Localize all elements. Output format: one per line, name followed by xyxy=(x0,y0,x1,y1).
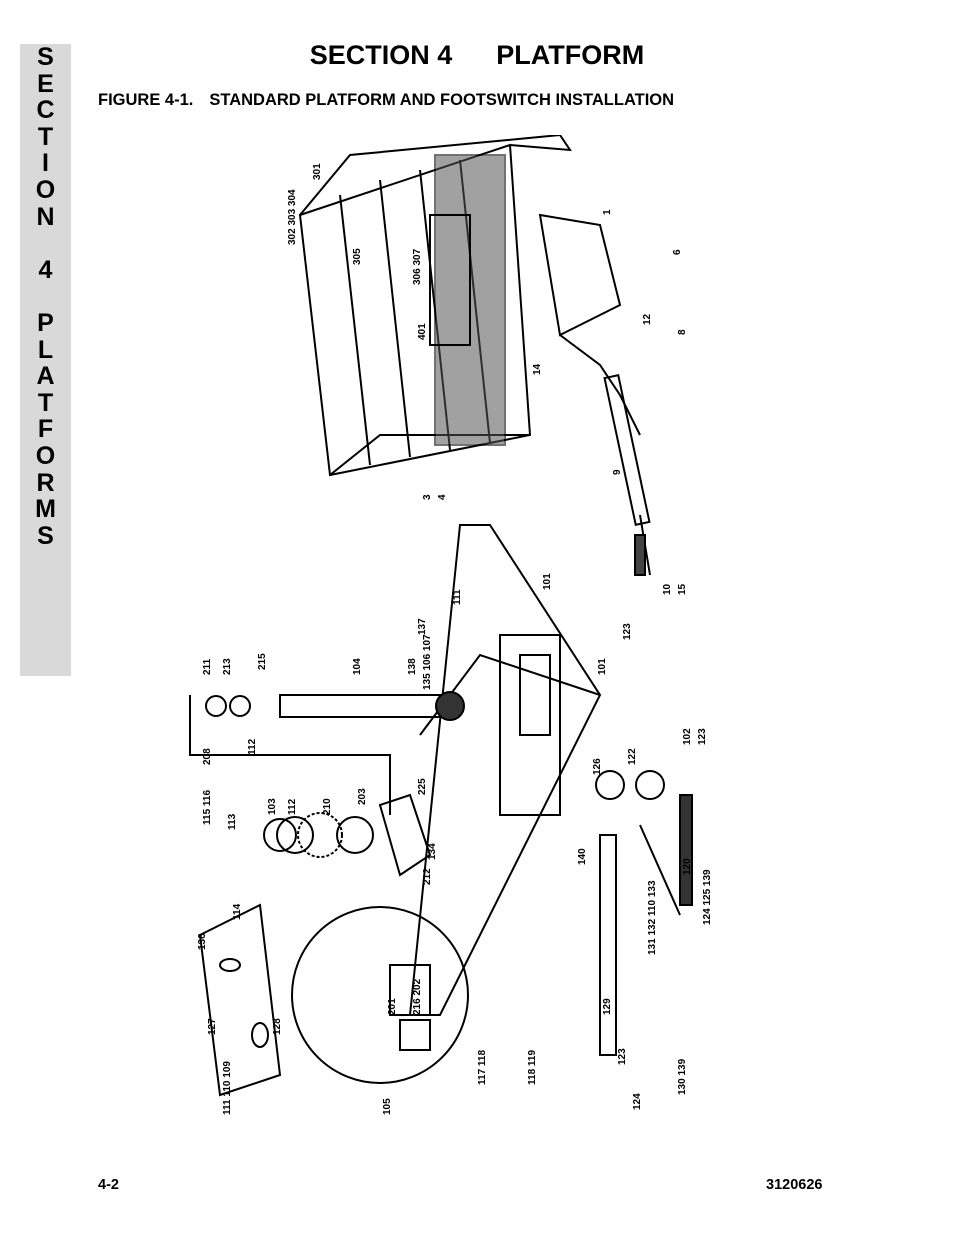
side-tab-letter: E xyxy=(37,69,54,98)
svg-text:129: 129 xyxy=(602,998,613,1015)
svg-text:112: 112 xyxy=(287,798,298,815)
svg-text:113: 113 xyxy=(227,813,238,830)
svg-text:203: 203 xyxy=(357,788,368,805)
side-tab-letter: P xyxy=(37,308,54,337)
side-tab-letter: M xyxy=(35,495,56,524)
svg-text:118 119: 118 119 xyxy=(527,1050,538,1085)
side-tab-letter: T xyxy=(37,122,54,151)
figure-title: FIGURE 4-1. STANDARD PLATFORM AND FOOTSWI… xyxy=(98,91,674,110)
svg-text:124 125 139: 124 125 139 xyxy=(702,869,713,925)
support-frame-drawing xyxy=(205,524,693,1056)
svg-text:14: 14 xyxy=(532,363,543,375)
svg-text:134: 134 xyxy=(427,843,438,860)
svg-text:128: 128 xyxy=(272,1018,283,1035)
svg-text:302 303 304: 302 303 304 xyxy=(287,189,298,245)
svg-text:208: 208 xyxy=(202,748,213,765)
svg-text:104: 104 xyxy=(352,658,363,675)
side-tab-letter: F xyxy=(37,415,54,444)
document-number: 3120626 xyxy=(766,1177,823,1193)
svg-text:122: 122 xyxy=(627,748,638,765)
side-tab-letter: O xyxy=(35,441,56,470)
svg-text:131 132 110 133: 131 132 110 133 xyxy=(647,880,658,955)
svg-text:201: 201 xyxy=(387,998,398,1015)
figure-caption: STANDARD PLATFORM AND FOOTSWITCH INSTALL… xyxy=(209,91,675,109)
svg-text:117 118: 117 118 xyxy=(477,1050,488,1085)
side-tab-letter: C xyxy=(36,96,55,125)
side-tab-letter: 4 xyxy=(38,255,53,284)
svg-text:4: 4 xyxy=(437,494,448,500)
svg-text:126: 126 xyxy=(592,758,603,775)
platform-basket-drawing xyxy=(298,135,651,576)
svg-text:10: 10 xyxy=(662,583,673,595)
section-label: SECTION 4 xyxy=(309,40,453,70)
svg-text:130 139: 130 139 xyxy=(677,1058,688,1095)
svg-text:115 116: 115 116 xyxy=(202,790,213,825)
page-number: 4-2 xyxy=(98,1177,119,1193)
svg-text:127: 127 xyxy=(207,1018,218,1035)
svg-text:123: 123 xyxy=(697,728,708,745)
svg-text:213: 213 xyxy=(222,658,233,675)
page-title: SECTION 4 PLATFORM xyxy=(0,40,954,71)
side-tab-letter: R xyxy=(36,468,55,497)
svg-text:216 202: 216 202 xyxy=(412,978,423,1015)
section-side-tab: S E C T I O N 4 P L A T F O R M S xyxy=(20,44,71,676)
svg-text:1: 1 xyxy=(602,209,613,215)
svg-text:140: 140 xyxy=(577,848,588,865)
svg-text:112: 112 xyxy=(247,738,258,755)
svg-text:138: 138 xyxy=(407,658,418,675)
svg-text:105: 105 xyxy=(382,1098,393,1115)
side-tab-gap xyxy=(20,230,71,257)
side-tab-letter: S xyxy=(37,521,54,550)
svg-text:3: 3 xyxy=(422,494,433,500)
side-tab-letter: I xyxy=(42,149,49,178)
exploded-parts-diagram: 301 302 303 304 305 306 307 401 1 6 12 8… xyxy=(189,135,713,1115)
svg-text:123: 123 xyxy=(617,1048,628,1065)
side-tab-letter: O xyxy=(35,175,56,204)
side-tab-letter: N xyxy=(36,202,55,231)
svg-text:401: 401 xyxy=(417,323,428,340)
side-tab-letter: L xyxy=(37,335,54,364)
figure-number: FIGURE 4-1. xyxy=(98,91,194,109)
svg-text:210: 210 xyxy=(322,798,333,815)
svg-text:215: 215 xyxy=(257,653,268,670)
svg-text:103: 103 xyxy=(267,798,278,815)
svg-text:12: 12 xyxy=(642,313,653,325)
side-tab-letter: S xyxy=(37,43,54,71)
svg-text:9: 9 xyxy=(612,469,623,475)
svg-text:225: 225 xyxy=(417,778,428,795)
svg-text:101: 101 xyxy=(597,658,608,675)
side-tab-letter: T xyxy=(37,388,54,417)
svg-text:15: 15 xyxy=(677,583,688,595)
svg-text:8: 8 xyxy=(677,329,688,335)
svg-text:301: 301 xyxy=(312,163,323,180)
svg-text:211: 211 xyxy=(202,658,213,675)
footswitch-drawing xyxy=(189,695,469,1097)
svg-text:123: 123 xyxy=(622,623,633,640)
svg-text:136: 136 xyxy=(197,933,208,950)
svg-text:6: 6 xyxy=(672,249,683,255)
svg-text:111: 111 xyxy=(452,589,463,605)
svg-text:137: 137 xyxy=(417,618,428,635)
callout-labels: 301 302 303 304 305 306 307 401 1 6 12 8… xyxy=(197,163,713,1115)
svg-text:102: 102 xyxy=(682,728,693,745)
section-name: PLATFORM xyxy=(496,40,645,70)
svg-text:120: 120 xyxy=(682,858,693,875)
side-tab-letter: A xyxy=(36,362,55,391)
side-tab-gap xyxy=(20,283,71,310)
svg-text:114: 114 xyxy=(232,903,243,920)
svg-text:101: 101 xyxy=(542,573,553,590)
svg-text:305: 305 xyxy=(352,248,363,265)
svg-text:111 110 109: 111 110 109 xyxy=(222,1061,233,1115)
svg-text:135 106 107: 135 106 107 xyxy=(422,634,433,690)
svg-text:124: 124 xyxy=(632,1093,643,1110)
svg-text:306 307: 306 307 xyxy=(412,248,423,285)
svg-text:212: 212 xyxy=(422,868,433,885)
